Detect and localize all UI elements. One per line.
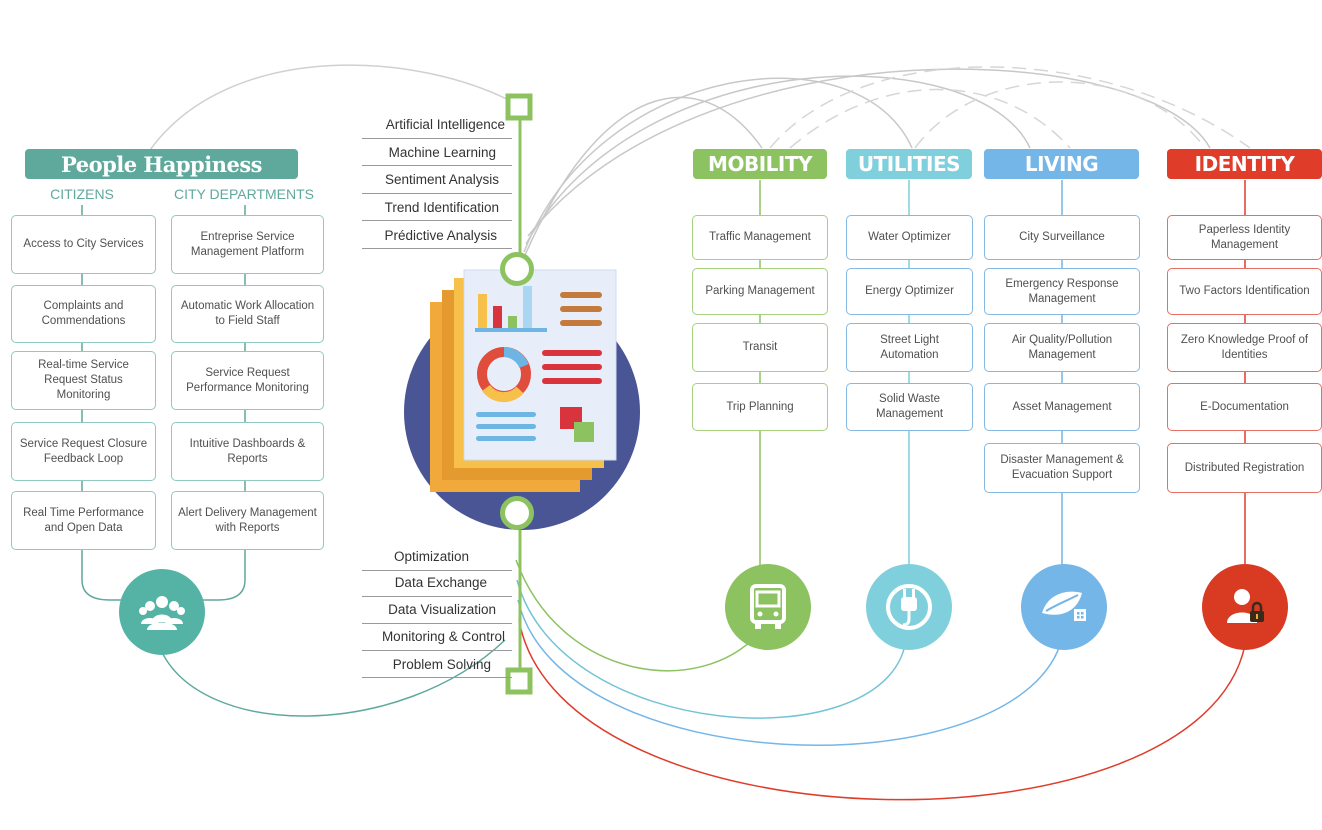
divider xyxy=(362,623,512,624)
arc-dashed-2 xyxy=(914,81,1206,149)
divider xyxy=(362,650,512,651)
arc-identity xyxy=(527,68,1211,237)
arc-dashed-1 xyxy=(769,66,1251,149)
divider xyxy=(362,596,512,597)
citizen-item: Complaints and Commendations xyxy=(11,285,156,343)
divider xyxy=(362,248,512,249)
living-item: Emergency Response Management xyxy=(984,268,1140,315)
identity-item: Zero Knowledge Proof of Identities xyxy=(1167,323,1322,372)
tech-item: Sentiment Analysis xyxy=(384,172,499,187)
identity-item: E-Documentation xyxy=(1167,383,1322,431)
tech-item: Prédictive Analysis xyxy=(384,228,497,243)
identity-item: Distributed Registration xyxy=(1167,443,1322,493)
living-item: Disaster Management & Evacuation Support xyxy=(984,443,1140,493)
bottom-terminal xyxy=(505,667,533,695)
arc-identity-bottom xyxy=(518,619,1246,801)
citizens-trunk xyxy=(81,548,130,601)
citizen-item: Access to City Services xyxy=(11,215,156,274)
utilities-item: Water Optimizer xyxy=(846,215,973,260)
city-departments-label: CITY DEPARTMENTS xyxy=(173,186,315,202)
tech-item: Monitoring & Control xyxy=(381,629,505,644)
arc-people-top xyxy=(149,64,521,151)
identity-item: Paperless Identity Management xyxy=(1167,215,1322,260)
citizens-label: CITIZENS xyxy=(50,186,114,202)
leaf-home-icon xyxy=(1021,564,1107,650)
tech-item: Machine Learning xyxy=(388,145,496,160)
divider xyxy=(362,677,512,678)
identity-header: IDENTITY xyxy=(1167,149,1322,179)
mobility-item: Transit xyxy=(692,323,828,372)
living-item: Asset Management xyxy=(984,383,1140,431)
utilities-item: Solid Waste Management xyxy=(846,383,973,431)
bottom-ring-node xyxy=(500,496,534,530)
utilities-item: Energy Optimizer xyxy=(846,268,973,315)
department-item: Service Request Performance Monitoring xyxy=(171,351,324,410)
mobility-item: Trip Planning xyxy=(692,383,828,431)
divider xyxy=(362,193,512,194)
living-item: City Surveillance xyxy=(984,215,1140,260)
tech-item: Problem Solving xyxy=(392,657,491,672)
citizen-item: Service Request Closure Feedback Loop xyxy=(11,422,156,481)
people-happiness-header: People Happiness xyxy=(25,149,298,179)
arc-dashed-3 xyxy=(789,88,1071,149)
department-item: Automatic Work Allocation to Field Staff xyxy=(171,285,324,343)
mobility-header: MOBILITY xyxy=(693,149,827,179)
arc-living-bottom xyxy=(517,599,1061,746)
citizen-item: Real-time Service Request Status Monitor… xyxy=(11,351,156,410)
tech-item: Artificial Intelligence xyxy=(385,117,505,132)
departments-trunk xyxy=(200,548,246,601)
arc-mobility-bottom xyxy=(515,559,761,672)
tech-item: Data Exchange xyxy=(394,575,487,590)
divider xyxy=(362,570,512,571)
arc-people-bottom xyxy=(159,639,506,717)
user-lock-icon xyxy=(1202,564,1288,650)
tech-item: Trend Identification xyxy=(384,200,499,215)
tech-item: Data Visualization xyxy=(388,602,496,617)
mobility-item: Parking Management xyxy=(692,268,828,315)
arc-living xyxy=(525,75,1031,245)
top-terminal xyxy=(505,93,533,121)
utilities-header: UTILITIES xyxy=(846,149,972,179)
people-group-icon xyxy=(119,569,205,655)
divider xyxy=(362,220,512,221)
arc-utilities-bottom xyxy=(516,579,906,719)
arc-utilities xyxy=(523,77,913,253)
mobility-item: Traffic Management xyxy=(692,215,828,260)
living-header: LIVING xyxy=(984,149,1139,179)
identity-item: Two Factors Identification xyxy=(1167,268,1322,315)
department-item: Entreprise Service Management Platform xyxy=(171,215,324,274)
divider xyxy=(362,138,512,139)
arc-mobility xyxy=(521,96,763,263)
divider xyxy=(362,165,512,166)
utilities-item: Street Light Automation xyxy=(846,323,973,372)
department-item: Intuitive Dashboards & Reports xyxy=(171,422,324,481)
top-ring-node xyxy=(500,252,534,286)
tech-item: Optimization xyxy=(393,549,469,564)
department-item: Alert Delivery Management with Reports xyxy=(171,491,324,550)
bus-icon xyxy=(725,564,811,650)
plug-icon xyxy=(866,564,952,650)
living-item: Air Quality/Pollution Management xyxy=(984,323,1140,372)
analytics-report-icon xyxy=(430,269,617,492)
citizen-item: Real Time Performance and Open Data xyxy=(11,491,156,550)
